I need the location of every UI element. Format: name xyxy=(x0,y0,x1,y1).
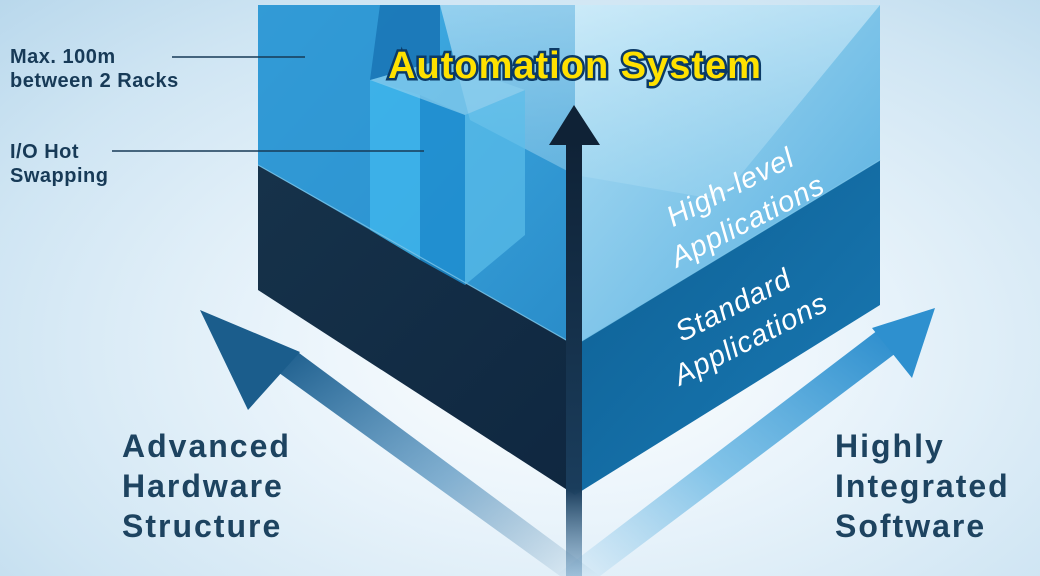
left-axis-line-1: Advanced xyxy=(122,428,291,464)
annotation-racks: Max. 100m between 2 Racks xyxy=(10,45,179,93)
annotation-hot-swap-line-1: I/O Hot xyxy=(10,141,80,163)
annotation-racks-line-1: Max. 100m xyxy=(10,46,116,68)
rack-block-side xyxy=(465,90,525,285)
center-up-arrow xyxy=(549,105,600,576)
annotation-hot-swap: I/O Hot Swapping xyxy=(10,140,108,188)
rack-corner xyxy=(370,5,440,80)
prism xyxy=(257,5,881,495)
left-axis-caption: Advanced Hardware Structure xyxy=(122,426,291,546)
prism-top-face xyxy=(440,5,880,200)
right-axis-caption: Highly Integrated Software xyxy=(835,426,1010,546)
right-axis-line-3: Software xyxy=(835,508,987,544)
prism-lower-right-face xyxy=(575,160,880,495)
right-axis-arrow xyxy=(555,308,935,576)
right-axis-line-2: Integrated xyxy=(835,468,1010,504)
annotation-racks-line-2: between 2 Racks xyxy=(10,70,179,92)
right-axis-line-1: Highly xyxy=(835,428,945,464)
rack-block-front xyxy=(370,80,420,260)
left-axis-line-2: Hardware xyxy=(122,468,284,504)
prism-lower-left-face xyxy=(258,165,575,495)
left-axis-line-3: Structure xyxy=(122,508,283,544)
left-axis-arrow xyxy=(200,310,600,576)
rack-top xyxy=(370,60,525,115)
annotation-hot-swap-line-2: Swapping xyxy=(10,165,109,187)
system-title: Automation System xyxy=(388,45,762,87)
rack-block-mid xyxy=(420,95,465,285)
